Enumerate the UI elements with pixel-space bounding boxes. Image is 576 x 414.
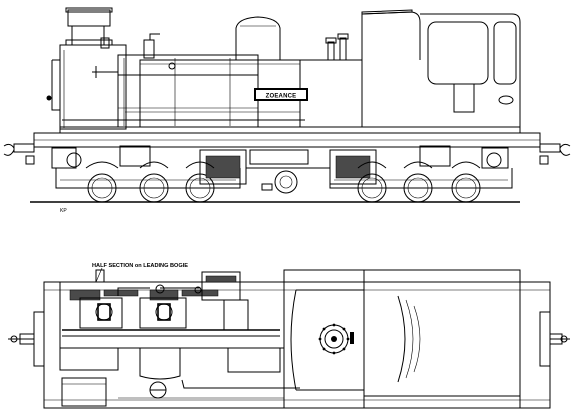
rear-bogie	[329, 145, 513, 203]
nameplate: ZOEANCE	[254, 88, 308, 101]
section-leader-line	[95, 267, 103, 283]
plan-lower-details	[59, 348, 300, 407]
plan-rear-coupling	[549, 333, 570, 345]
plan-frame-outline	[33, 281, 551, 409]
plan-view: HALF SECTION on LEADING BOGIE	[8, 263, 570, 409]
steam-dome	[235, 16, 281, 60]
plan-dome-cover	[318, 323, 354, 355]
plan-boiler-top	[283, 269, 521, 409]
smokebox	[46, 44, 127, 130]
plan-half-section	[59, 269, 285, 349]
chimney	[65, 7, 113, 46]
front-bogie	[51, 145, 247, 203]
initials-mark: KP	[60, 208, 67, 214]
section-label: HALF SECTION on LEADING BOGIE	[92, 263, 188, 269]
side-elevation: ZOEANCE	[3, 7, 571, 214]
boiler-fittings	[92, 33, 176, 78]
nameplate-text: ZOEANCE	[266, 94, 297, 100]
footplate	[33, 126, 541, 148]
front-buffer	[3, 143, 35, 165]
centre-pivot	[246, 149, 330, 194]
safety-valves	[322, 33, 352, 61]
plan-front-coupling	[8, 333, 35, 345]
cab	[300, 9, 521, 128]
rear-buffer	[539, 143, 571, 165]
